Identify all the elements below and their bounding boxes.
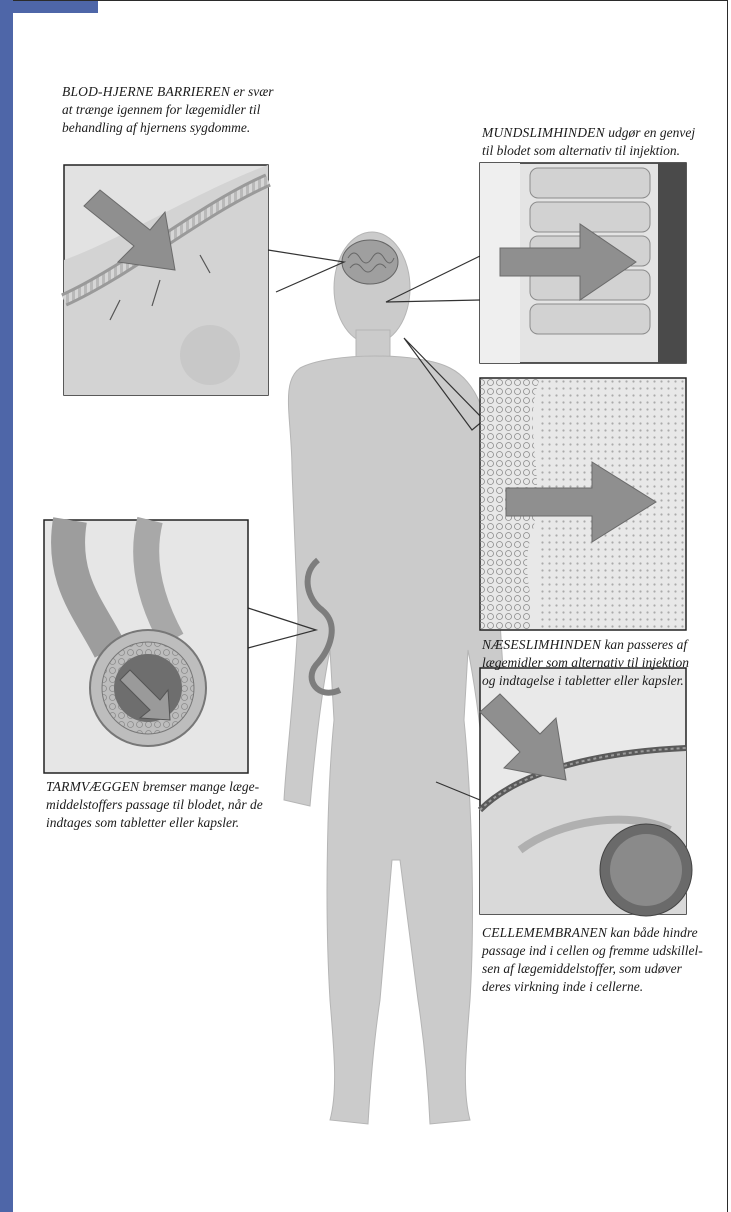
caption-lead: TARMVÆGGEN	[46, 779, 139, 794]
caption-lead: CELLEMEMBRANEN	[482, 925, 607, 940]
caption-lead: NÆSESLIMHINDEN	[482, 637, 601, 652]
panel-nasal-mucosa	[480, 378, 686, 630]
caption-nasal-mucosa: NÆSESLIMHINDEN kan passeres af lægemidle…	[482, 636, 712, 690]
caption-intestinal-wall: TARMVÆGGEN bremser mange læge- middelsto…	[46, 778, 276, 832]
panel-mouth-mucosa	[480, 163, 686, 363]
caption-lead: MUNDSLIMHINDEN	[482, 125, 605, 140]
panel-cell-membrane	[480, 668, 692, 916]
panel-intestinal-wall	[44, 520, 248, 773]
panel-blood-brain-barrier	[64, 165, 268, 395]
caption-lead: BLOD-HJERNE BARRIEREN	[62, 84, 230, 99]
caption-mouth-mucosa: MUNDSLIMHINDEN udgør en genvej til blode…	[482, 124, 712, 160]
caption-cell-membrane: CELLEMEMBRANEN kan både hindre passage i…	[482, 924, 712, 996]
brain-mini	[342, 240, 398, 284]
caption-blood-brain-barrier: BLOD-HJERNE BARRIEREN er svær at trænge …	[62, 83, 282, 137]
